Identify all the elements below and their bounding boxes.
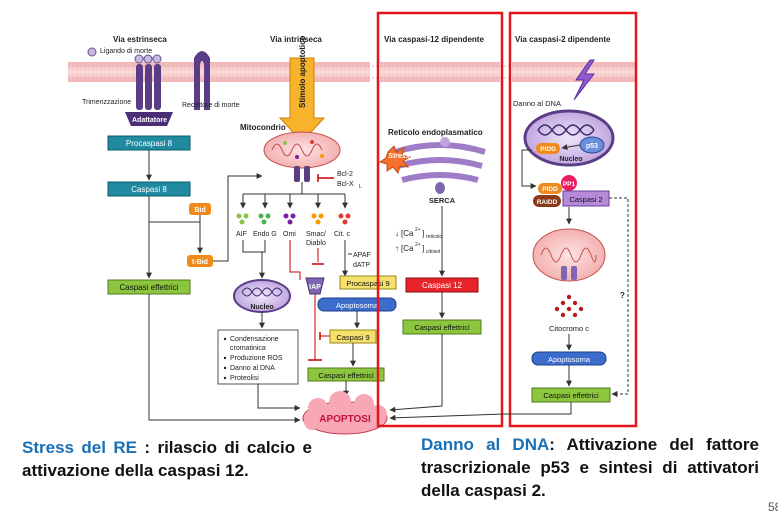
apaf-label: APAF: [353, 252, 371, 259]
caption-er-stress: Stress del RE : rilascio di calcio e att…: [22, 436, 312, 482]
apoptosis-label: APOPTOSI: [319, 414, 371, 425]
list-item: Produzione ROS: [230, 355, 283, 362]
casp12-frame: [376, 11, 504, 428]
stimulus-label: Stimolo apoptotico: [298, 35, 307, 108]
bclxl-label: Bcl-X: [337, 181, 354, 188]
casp2-frame: [508, 11, 638, 428]
mito-label: Mitocondrio: [240, 123, 286, 132]
casp2-effectors-label: Caspasi effettrici: [543, 391, 599, 400]
caption-dna-damage-text: : Attivazione del fattore trascrizionale…: [421, 435, 759, 500]
plasma-membrane: [68, 62, 636, 82]
header-casp12: Via caspasi-12 dipendente: [384, 35, 484, 44]
bcl2-label: Bcl-2: [337, 171, 353, 178]
ca-er-bracket: ]: [422, 229, 424, 238]
lightning-icon: [573, 59, 596, 101]
intr-effectors-label: Caspasi effettrici: [318, 371, 374, 380]
ca-er-arrow: ↓: [395, 229, 399, 238]
serca-label: SERCA: [429, 196, 456, 205]
list-item: Proteolisi: [230, 375, 259, 382]
bid-box: [189, 203, 211, 215]
ca-er-label: [Ca: [401, 229, 414, 238]
question-mark: ?: [620, 291, 625, 300]
casp9-label: Caspasi 9: [336, 333, 369, 342]
p53-label: p53: [586, 143, 598, 150]
casp8-label: Caspasi 8: [131, 185, 167, 194]
pp1-circle: [561, 175, 577, 191]
list-item: cromatinica: [230, 345, 266, 352]
procasp8-label: Procaspasi 8: [126, 139, 173, 148]
aif-label: AIF: [236, 231, 247, 238]
ext-effectors-label: Caspasi effettrici: [120, 283, 179, 292]
bid-label: Bid: [194, 207, 205, 214]
pidd-label: PIDD: [542, 186, 558, 193]
casp2-label: Caspasi 2: [569, 195, 602, 204]
raidd-box: [533, 195, 561, 207]
smac-label: Smac/: [306, 231, 326, 238]
caption-er-stress-text: : rilascio di calcio e attivazione della…: [22, 438, 312, 480]
cytc-intr-label: Cit. c: [334, 231, 350, 238]
datp-label: dATP: [353, 262, 370, 269]
endog-label: Endo G: [253, 231, 277, 238]
raidd-label: RAIDD: [537, 199, 558, 206]
list-item: Condensazione: [230, 336, 279, 343]
ligand-label: Ligando di morte: [100, 48, 152, 55]
page-number: 58: [768, 500, 778, 514]
casp12-label: Caspasi 12: [422, 281, 463, 290]
dna-damage-label: Danno al DNA: [513, 99, 561, 108]
intr-apoptosome-label: Apoptosoma: [336, 301, 379, 310]
list-item: Danno al DNA: [230, 365, 275, 372]
tbid-box: [187, 255, 213, 267]
ca-er-sup: 2+: [415, 227, 421, 233]
nuclear-effects-box: [217, 329, 299, 385]
ca-cyt-sup: 2+: [415, 242, 421, 248]
caption-dna-damage-highlight: Danno al DNA: [421, 435, 550, 454]
pp1-label: PP1: [563, 181, 576, 188]
stress-label: Stress: [388, 153, 410, 160]
iap-shape: [305, 277, 325, 295]
header-casp2: Via caspasi-2 dipendente: [515, 35, 611, 44]
pidd-box: [538, 183, 562, 194]
casp2-mitochondrion: [532, 228, 606, 282]
procasp9-box: [339, 275, 397, 290]
released-factors: [236, 213, 351, 225]
caption-er-stress-highlight: Stress del RE: [22, 438, 137, 457]
bclxl-sub: L: [359, 184, 362, 190]
stress-burst: [378, 145, 412, 175]
cytochrome-c-dots: [554, 294, 584, 318]
ca-er-sub: reticolo: [426, 234, 442, 240]
ca-cyt-arrow: ↑: [395, 244, 399, 253]
ca-cyt-sub: citosol: [426, 249, 440, 255]
endoplasmic-reticulum: [394, 137, 486, 194]
intr-nucleus-label: Nucleo: [250, 304, 273, 311]
trimer-label: Trimerizzazione: [82, 99, 131, 106]
pidd-label-nucleus: PIDD: [540, 146, 556, 153]
diablo-label: Diablo: [306, 240, 326, 247]
adapter-label: Adattatore: [132, 117, 167, 124]
ca-cyt-label: [Ca: [401, 244, 414, 253]
apoptotic-stimulus-arrow: [278, 57, 326, 143]
receptor-label: Recettore di morte: [182, 102, 240, 109]
apoptosis-cloud: [302, 391, 388, 435]
er-effectors-label: Caspasi effettrici: [414, 323, 470, 332]
casp2-apoptosome-label: Apoptosoma: [548, 355, 591, 364]
omi-label: Omi: [283, 231, 296, 238]
tbid-label: t-Bid: [192, 259, 208, 266]
iap-label: IAP: [309, 284, 321, 291]
ca-cyt-bracket: ]: [422, 244, 424, 253]
death-receptor-complex: [87, 47, 210, 126]
er-title: Reticolo endoplasmatico: [388, 128, 483, 137]
procasp9-label: Procaspasi 9: [346, 279, 389, 288]
caption-dna-damage: Danno al DNA: Attivazione del fattore tr…: [421, 433, 759, 502]
mitochondrion: [263, 131, 341, 182]
pidd-box-nucleus: [536, 143, 560, 154]
cytc-label: Citocromo c: [549, 324, 589, 333]
header-extrinsic: Via estrinseca: [113, 35, 167, 44]
header-intrinsic: Via intrinseca: [270, 35, 322, 44]
casp2-nucleus-label: Nucleo: [559, 156, 582, 163]
